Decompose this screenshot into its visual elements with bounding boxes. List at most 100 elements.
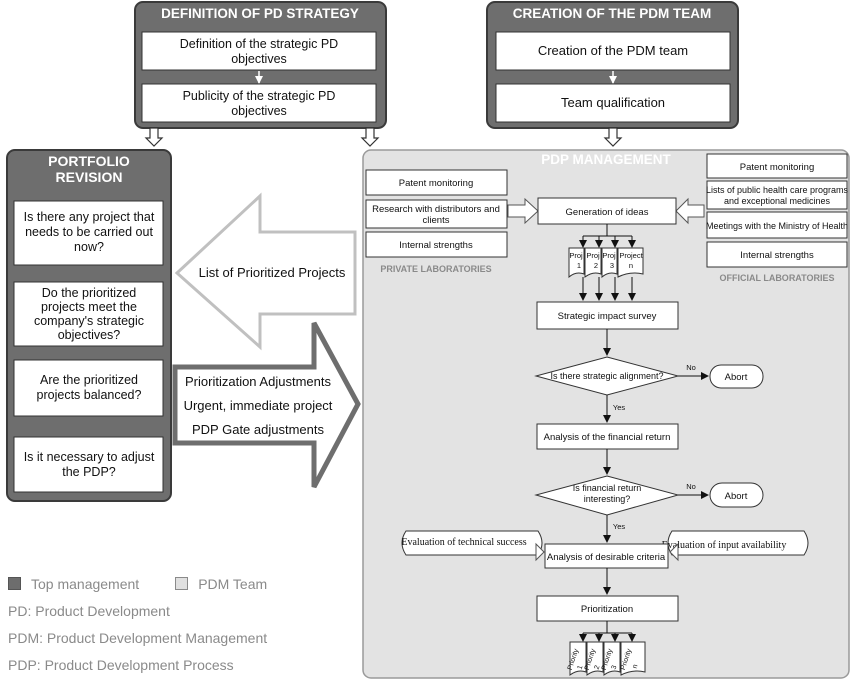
pdm-team-creation-label: Creation of the PDM team bbox=[538, 43, 688, 58]
desirable-criteria-label: Analysis of desirable criteria bbox=[547, 552, 666, 563]
official-internal-label: Internal strengths bbox=[740, 250, 814, 261]
priority-2-line2: 2 bbox=[594, 665, 602, 671]
question-strategic-line3: company's strategic bbox=[34, 314, 144, 328]
priority-documents: Priority 1 Priority 2 Priority 3 Priorit… bbox=[567, 641, 646, 676]
input-availability-box bbox=[667, 530, 809, 556]
adjustments-arrow: Prioritization Adjustments Urgent, immed… bbox=[172, 321, 361, 489]
private-research-line1: Research with distributors and bbox=[372, 204, 500, 215]
prioritization-box bbox=[536, 595, 679, 622]
question-adjust-line2: the PDP? bbox=[62, 465, 116, 479]
decision1-yes-label: Yes bbox=[613, 403, 625, 412]
official-meetings-label: Meetings with the Ministry of Health bbox=[706, 221, 848, 231]
generation-of-ideas-box bbox=[537, 197, 677, 225]
private-to-generation-arrow bbox=[507, 197, 539, 225]
financial-return-label: Analysis of the financial return bbox=[544, 432, 671, 443]
team-qualification-box bbox=[495, 83, 731, 123]
abort-terminal-2 bbox=[709, 482, 764, 508]
team-qualification-label: Team qualification bbox=[561, 95, 665, 110]
prioritization-branch-lines bbox=[579, 621, 636, 642]
down-arrow-to-portfolio bbox=[144, 127, 164, 147]
official-laboratories-label: OFFICIAL LABORATORIES bbox=[719, 273, 834, 283]
portfolio-title-line1: PORTFOLIO bbox=[48, 153, 130, 169]
legend-pdm-definition: PDM: Product Development Management bbox=[8, 629, 268, 646]
strategic-objectives-publicity-line1: Publicity of the strategic PD bbox=[183, 89, 336, 103]
official-patent-box bbox=[706, 153, 848, 179]
project-documents: Proj 1 Proj 2 Proj 3 Project n bbox=[568, 247, 644, 279]
private-laboratories-inputs: Patent monitoring Research with distribu… bbox=[365, 169, 508, 274]
project-1-line2: 1 bbox=[577, 261, 581, 270]
priority-2-document bbox=[586, 641, 604, 676]
priority-3-line2: 3 bbox=[611, 665, 619, 671]
question-box-strategic-fit bbox=[13, 281, 164, 347]
official-lists-line2: and exceptional medicines bbox=[724, 196, 831, 206]
prioritized-list-label: List of Prioritized Projects bbox=[199, 265, 346, 280]
project-1-document bbox=[568, 247, 585, 279]
question-strategic-line4: objectives? bbox=[58, 328, 121, 342]
down-arrow-to-pdp-left bbox=[360, 127, 380, 147]
private-patent-box bbox=[365, 169, 508, 196]
question-adjust-line1: Is it necessary to adjust bbox=[24, 450, 155, 464]
generation-of-ideas-label: Generation of ideas bbox=[566, 207, 649, 218]
legend-pdp-definition: PDP: Product Development Process bbox=[8, 656, 234, 673]
pdm-team-creation-box bbox=[495, 31, 731, 71]
official-internal-box bbox=[706, 241, 848, 268]
adjustments-label-3: PDP Gate adjustments bbox=[192, 422, 324, 437]
top-management-swatch bbox=[8, 577, 21, 590]
strategic-objectives-definition-box bbox=[141, 31, 377, 71]
project-3-document bbox=[601, 247, 618, 279]
connector-arrows-top bbox=[144, 127, 623, 147]
priority-1-document bbox=[569, 641, 587, 676]
pdm-team-title: CREATION OF THE PDM TEAM bbox=[513, 6, 712, 21]
adjustments-label-1: Prioritization Adjustments bbox=[185, 374, 331, 389]
priority-n-line2: n bbox=[632, 664, 640, 670]
project-2-document bbox=[584, 247, 602, 278]
abort-terminal-1 bbox=[709, 364, 764, 389]
technical-success-label: Evaluation of technical success bbox=[401, 537, 526, 548]
official-lists-line1: Lists of public health care programs bbox=[706, 185, 849, 195]
pd-strategy-title: DEFINITION OF PD STRATEGY bbox=[161, 6, 359, 21]
top-management-legend-label: Top management bbox=[31, 575, 140, 592]
private-patent-label: Patent monitoring bbox=[399, 178, 473, 189]
official-meetings-box bbox=[706, 211, 848, 239]
project-1-line1: Proj bbox=[569, 251, 583, 260]
input-availability-label: Evaluation of input availability bbox=[662, 540, 787, 551]
priority-1-line2: 1 bbox=[577, 665, 585, 671]
official-lists-box bbox=[706, 180, 848, 210]
project-2-line1: Proj bbox=[586, 251, 600, 260]
prioritized-list-arrow: List of Prioritized Projects bbox=[174, 192, 357, 351]
abort-label-1: Abort bbox=[725, 372, 748, 383]
question-urgent-line3: now? bbox=[74, 240, 104, 254]
project-n-line1: Project bbox=[619, 251, 643, 260]
financial-question-line2: interesting? bbox=[584, 494, 631, 504]
private-internal-label: Internal strengths bbox=[399, 240, 473, 251]
official-patent-label: Patent monitoring bbox=[740, 162, 814, 173]
decision2-yes-label: Yes bbox=[613, 522, 625, 531]
prioritization-label: Prioritization bbox=[581, 604, 633, 615]
strategic-objectives-publicity-box bbox=[141, 83, 377, 123]
decision2-no-label: No bbox=[686, 482, 696, 491]
question-urgent-line1: Is there any project that bbox=[24, 210, 155, 224]
generation-branch-lines bbox=[579, 224, 636, 248]
question-urgent-line2: needs to be carried out bbox=[25, 225, 153, 239]
financial-question-line1: Is financial return bbox=[573, 483, 642, 493]
question-strategic-line1: Do the prioritized bbox=[42, 286, 137, 300]
down-arrow-to-pdp-right bbox=[603, 127, 623, 147]
strategic-objectives-publicity-line2: objectives bbox=[231, 104, 287, 118]
adjustments-arrow-shape bbox=[172, 321, 361, 489]
legend-pd-definition: PD: Product Development bbox=[8, 602, 170, 619]
question-box-balanced bbox=[13, 359, 164, 417]
private-internal-box bbox=[365, 231, 508, 258]
private-laboratories-label: PRIVATE LABORATORIES bbox=[380, 264, 491, 274]
portfolio-revision-panel: PORTFOLIO REVISION Is there any project … bbox=[6, 149, 172, 502]
pd-strategy-panel: DEFINITION OF PD STRATEGY Definition of … bbox=[134, 1, 387, 129]
desirable-criteria-box bbox=[544, 543, 669, 569]
project-3-line1: Proj bbox=[602, 251, 616, 260]
abort-label-2: Abort bbox=[725, 491, 748, 502]
private-research-line2: clients bbox=[423, 215, 450, 226]
portfolio-title-line2: REVISION bbox=[56, 169, 123, 185]
decision1-no-label: No bbox=[686, 363, 696, 372]
projects-to-survey-arrows bbox=[579, 277, 636, 301]
project-2-line2: 2 bbox=[594, 261, 598, 270]
